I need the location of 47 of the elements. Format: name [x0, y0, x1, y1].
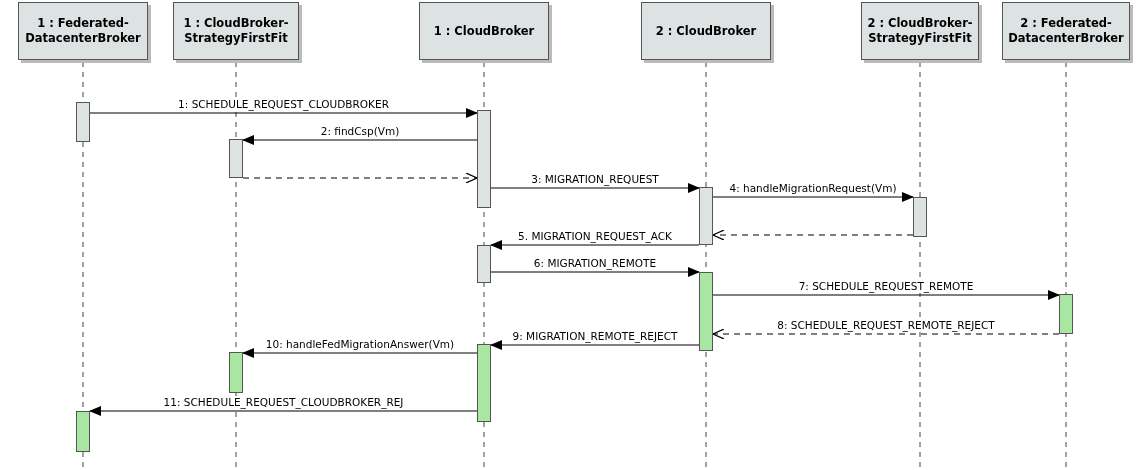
lifeline-head-box: [173, 2, 299, 60]
participant-name: 2 : Federated- DatacenterBroker: [1007, 16, 1125, 46]
participant-name: 1 : Federated- DatacenterBroker: [24, 16, 142, 46]
message-arrow: [490, 240, 700, 250]
message-arrow: [89, 406, 478, 416]
participant-name: 2 : CloudBroker- StrategyFirstFit: [866, 16, 974, 46]
lifeline-head-box: [1002, 2, 1130, 60]
message-arrow: [242, 348, 478, 358]
message-label: 2: findCsp(Vm): [318, 125, 402, 138]
lifeline-head-box: [18, 2, 148, 60]
message-arrow: [490, 183, 700, 193]
message-label: 6: MIGRATION_REMOTE: [531, 257, 659, 270]
lifeline-head-box: [641, 2, 771, 60]
message-label: 1: SCHEDULE_REQUEST_CLOUDBROKER: [176, 98, 391, 111]
message-label: 11: SCHEDULE_REQUEST_CLOUDBROKER_REJ: [161, 396, 406, 409]
message-arrow: [89, 108, 478, 118]
activation-bar: [1059, 294, 1073, 334]
message-arrow: [712, 192, 914, 202]
activation-bar: [699, 187, 713, 245]
return-message-arrow: [242, 172, 478, 184]
activation-bar: [76, 411, 90, 452]
activation-bar: [229, 352, 243, 393]
message-arrow: [490, 267, 700, 277]
participant-name: 2 : CloudBroker: [655, 23, 757, 39]
message-label: 4: handleMigrationRequest(Vm): [727, 182, 899, 195]
return-message-arrow: [712, 328, 1060, 340]
participant-name: 1 : CloudBroker- StrategyFirstFit: [182, 16, 290, 46]
lifeline-head-box: [419, 2, 549, 60]
message-label: 8: SCHEDULE_REQUEST_REMOTE_REJECT: [775, 319, 997, 332]
message-label: 10: handleFedMigrationAnswer(Vm): [263, 338, 457, 351]
activation-bar: [76, 102, 90, 142]
lifeline-head-box: [861, 2, 979, 60]
activation-bar: [699, 272, 713, 351]
activation-bar: [477, 110, 491, 208]
return-message-arrow: [712, 229, 914, 241]
message-label: 9: MIGRATION_REMOTE_REJECT: [510, 330, 680, 343]
message-label: 5. MIGRATION_REQUEST_ACK: [516, 230, 674, 243]
message-arrow: [242, 135, 478, 145]
activation-bar: [913, 197, 927, 237]
activation-bar: [477, 344, 491, 422]
activation-bar: [229, 139, 243, 178]
activation-bar: [477, 245, 491, 283]
participant-name: 1 : CloudBroker: [433, 23, 535, 39]
message-label: 7: SCHEDULE_REQUEST_REMOTE: [796, 280, 976, 293]
message-arrow: [712, 290, 1060, 300]
message-arrow: [490, 340, 700, 350]
message-label: 3: MIGRATION_REQUEST: [529, 173, 661, 186]
